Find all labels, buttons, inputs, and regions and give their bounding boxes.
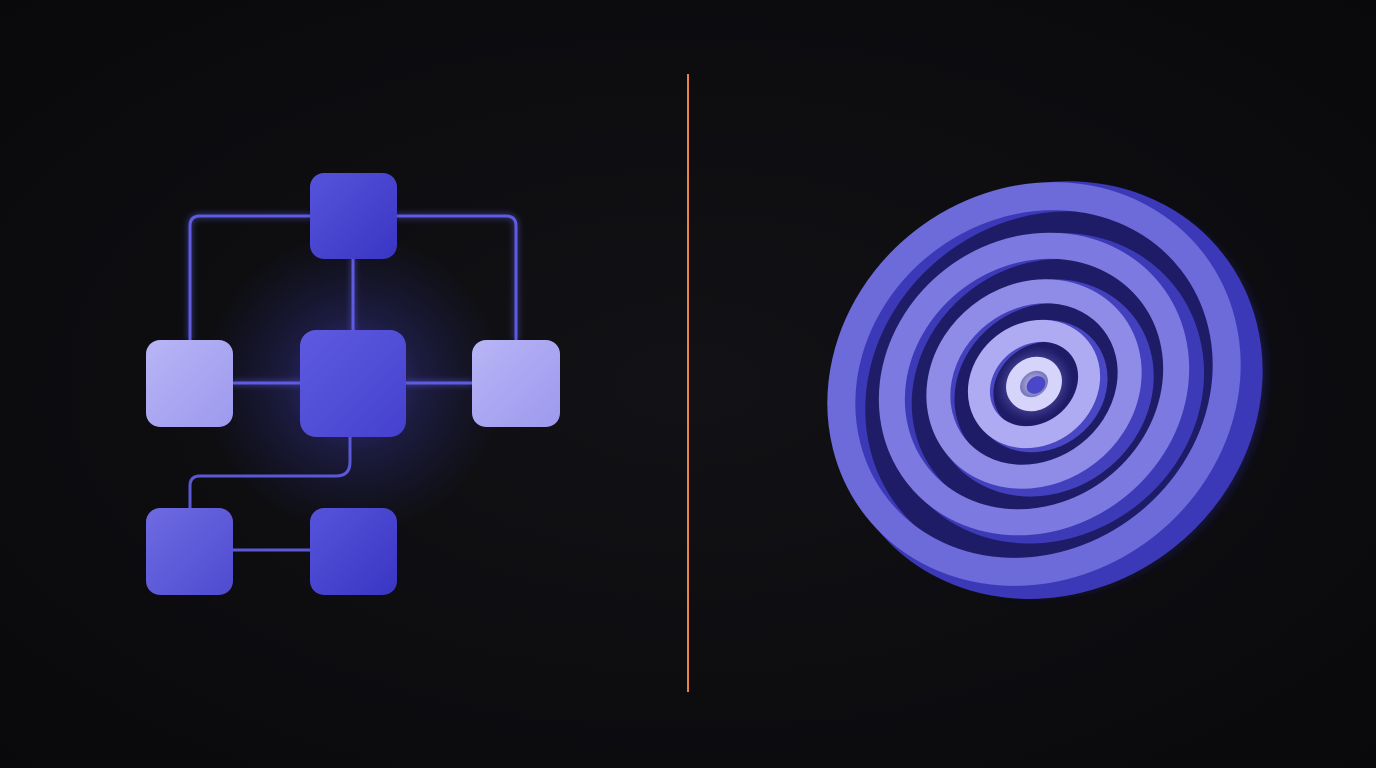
node-right (472, 340, 560, 427)
ring-1 (827, 182, 1241, 586)
node-top (310, 173, 397, 259)
ring-center-hole (1026, 376, 1046, 394)
ring-3 (926, 279, 1142, 489)
connector-center-bottom (188, 435, 352, 512)
node-left (146, 340, 233, 427)
connector-glow (187, 213, 519, 386)
concentric-rings-icon (827, 181, 1264, 599)
ring-2 (878, 232, 1190, 536)
node-network-icon (146, 173, 560, 595)
ring-5 (1006, 356, 1062, 412)
ring-4 (967, 319, 1101, 449)
node-bottom-right (310, 508, 397, 595)
node-bottom-left (146, 508, 233, 595)
node-center (300, 330, 406, 437)
